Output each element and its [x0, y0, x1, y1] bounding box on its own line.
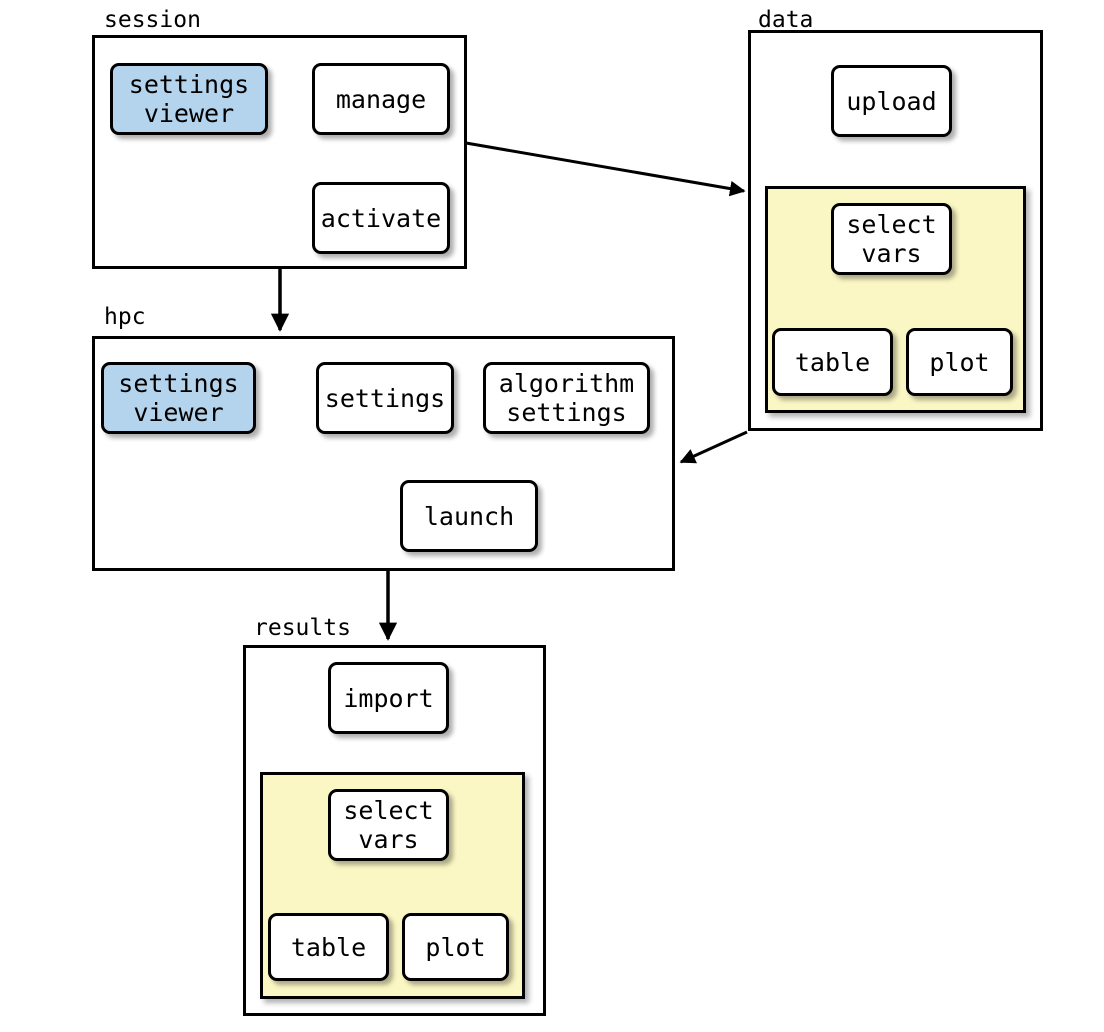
node-data-upload[interactable]: upload [831, 65, 952, 137]
cluster-label-hpc: hpc [104, 304, 146, 330]
node-hpc-algorithm-settings[interactable]: algorithm settings [483, 362, 650, 434]
node-data-select-vars[interactable]: select vars [831, 203, 952, 275]
node-results-import[interactable]: import [328, 662, 449, 734]
cluster-label-data: data [758, 7, 814, 33]
node-results-plot[interactable]: plot [402, 913, 509, 981]
cluster-label-results: results [254, 615, 351, 641]
node-hpc-settings-viewer[interactable]: settings viewer [101, 362, 256, 434]
node-session-activate[interactable]: activate [312, 182, 450, 254]
node-data-table[interactable]: table [772, 328, 893, 396]
node-results-table[interactable]: table [268, 913, 389, 981]
node-session-manage[interactable]: manage [312, 63, 450, 135]
node-session-settings-viewer[interactable]: settings viewer [110, 63, 268, 135]
cluster-label-session: session [104, 7, 201, 33]
node-hpc-launch[interactable]: launch [400, 480, 538, 552]
node-results-select-vars[interactable]: select vars [328, 789, 449, 861]
node-data-plot[interactable]: plot [906, 328, 1013, 396]
node-hpc-settings[interactable]: settings [316, 362, 454, 434]
edge-session-to-data [465, 141, 746, 197]
edge-data-to-hpc [679, 430, 748, 464]
